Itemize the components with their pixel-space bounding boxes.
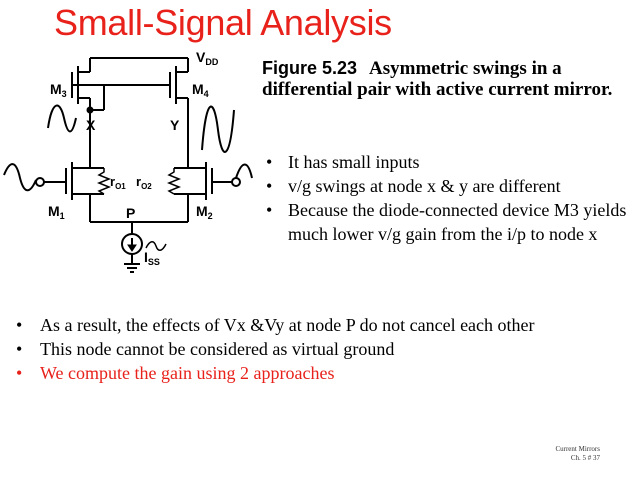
iss-label: ISS bbox=[144, 249, 160, 267]
input-right-waveform bbox=[235, 163, 253, 179]
m2-label: M2 bbox=[196, 203, 213, 221]
figure-caption-text: Asymmetric swings in a differential pair… bbox=[262, 58, 613, 100]
tail-swing-waveform bbox=[145, 241, 167, 251]
swing-x-waveform bbox=[47, 104, 77, 133]
bottom-bullet-list: As a result, the effects of Vx &Vy at no… bbox=[14, 313, 636, 385]
slide-footer: Current Mirrors Ch. 5 # 37 bbox=[555, 445, 600, 463]
bullet-item: Because the diode-connected device M3 yi… bbox=[266, 198, 634, 246]
footer-topic: Current Mirrors bbox=[555, 445, 600, 453]
bullet-item: This node cannot be considered as virtua… bbox=[14, 337, 636, 361]
bullet-item-highlight: We compute the gain using 2 approaches bbox=[14, 361, 636, 385]
m1-transistor bbox=[35, 150, 104, 222]
m2-transistor bbox=[174, 150, 241, 222]
node-p-label: P bbox=[126, 205, 135, 221]
bullet-item: As a result, the effects of Vx &Vy at no… bbox=[14, 313, 636, 337]
swing-y-waveform bbox=[201, 105, 235, 153]
ro1-resistor bbox=[96, 168, 112, 195]
right-bullet-list: It has small inputs v/g swings at node x… bbox=[266, 150, 634, 246]
ground-symbol bbox=[124, 263, 140, 273]
node-y-label: Y bbox=[170, 117, 180, 133]
m4-transistor bbox=[104, 58, 189, 150]
node-x-label: X bbox=[86, 117, 96, 133]
ro2-resistor bbox=[166, 168, 182, 195]
circuit-diagram: VDD M3 M4 X Y bbox=[3, 49, 253, 273]
m3-label: M3 bbox=[50, 81, 67, 99]
vdd-label: VDD bbox=[196, 49, 219, 67]
ro2-label: rO2 bbox=[136, 174, 152, 191]
figure-number: Figure 5.23 bbox=[262, 58, 358, 78]
m4-label: M4 bbox=[192, 81, 209, 99]
m3-transistor bbox=[71, 58, 105, 150]
bullet-item: v/g swings at node x & y are different bbox=[266, 174, 634, 198]
bullet-item: It has small inputs bbox=[266, 150, 634, 174]
m1-label: M1 bbox=[48, 203, 65, 221]
footer-page-number: Ch. 5 # 37 bbox=[570, 454, 600, 462]
ro1-label: rO1 bbox=[110, 174, 126, 191]
slide-title: Small-Signal Analysis bbox=[54, 2, 392, 43]
input-left-waveform bbox=[3, 163, 37, 192]
